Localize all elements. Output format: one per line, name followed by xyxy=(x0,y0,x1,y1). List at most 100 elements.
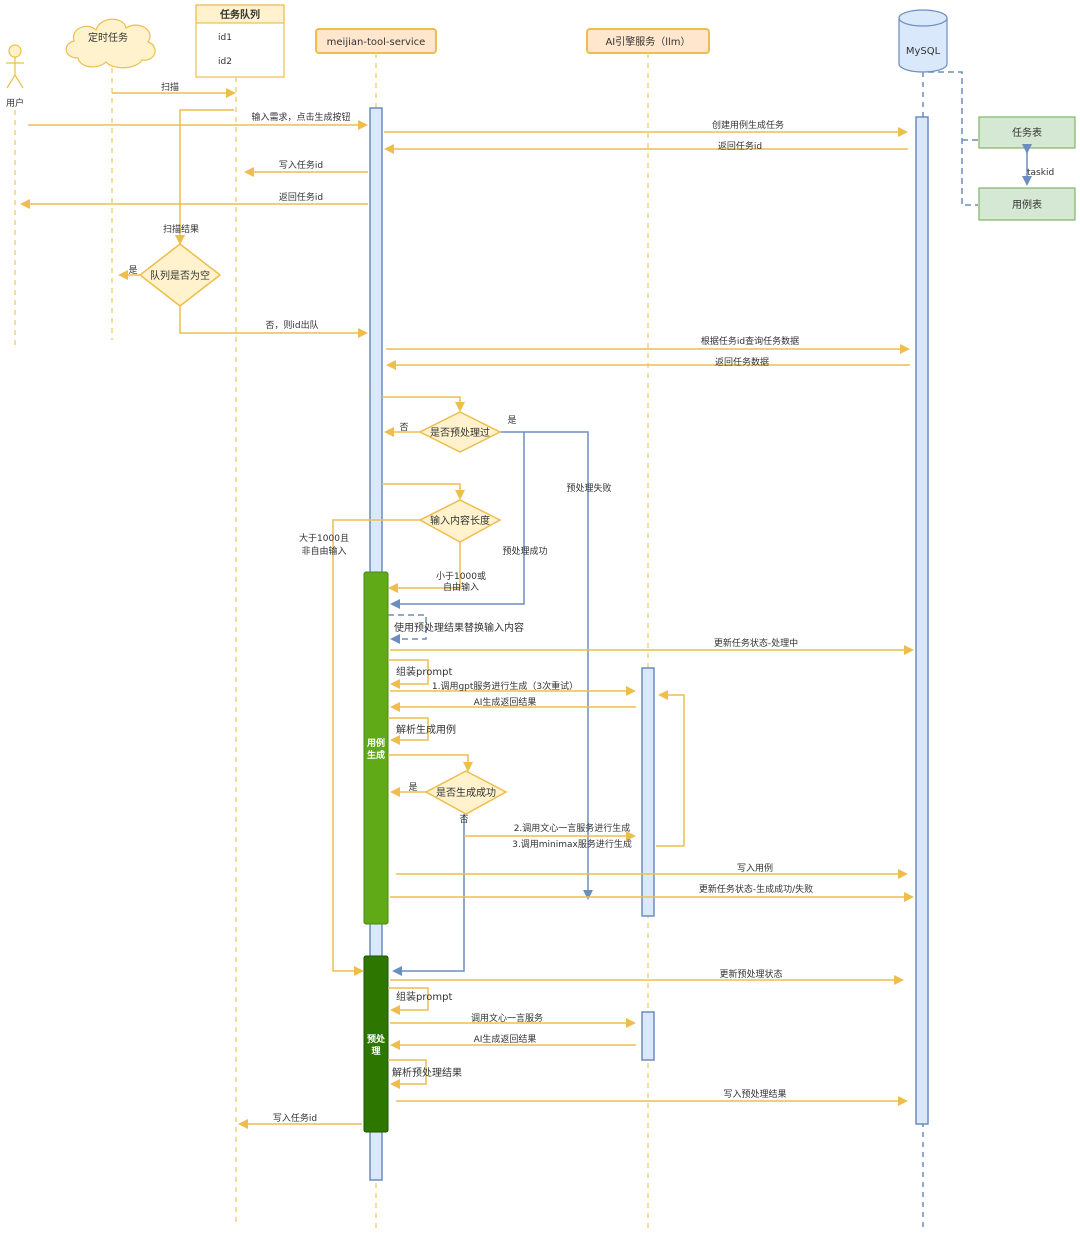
task-queue-header xyxy=(195,4,285,24)
msg-ai-return: AI生成返回结果 xyxy=(474,696,537,708)
assemble-prompt2-self-arrow xyxy=(388,987,429,1015)
case-table-label: 用例表 xyxy=(1012,198,1042,211)
msg-gen-no: 否 xyxy=(459,814,468,825)
mysql-label: MySQL xyxy=(906,46,941,57)
case-generation-label: 用例 xyxy=(366,737,385,749)
parse-case-self-arrow xyxy=(388,717,429,745)
decision-queue-empty-shape xyxy=(138,243,222,307)
user-actor-head xyxy=(8,44,22,58)
msg-yes-empty: 是 xyxy=(128,265,137,276)
decision-gen-success: 是否生成成功 xyxy=(424,770,508,815)
task-queue-item: id2 xyxy=(218,57,232,67)
mysql-to-tables-connector xyxy=(928,71,978,206)
msg-call-gpt: 1.调用gpt服务进行生成（3次重试） xyxy=(432,680,578,692)
replace-input-self-arrow xyxy=(388,614,427,644)
case-table-box xyxy=(978,187,1076,221)
to-preprocessed-decision-arrow xyxy=(382,396,465,412)
decision-queue-empty-label: 队列是否为空 xyxy=(150,269,210,282)
user-actor-leg-right xyxy=(14,74,24,89)
msg-write-preprocess: 写入预处理结果 xyxy=(723,1088,786,1100)
assemble-prompt-self-arrow xyxy=(388,659,429,689)
lt1000-arrow xyxy=(388,542,461,593)
msg-write-case: 写入用例 xyxy=(737,862,773,874)
msg-assemble-prompt: 组装prompt xyxy=(396,665,452,678)
ai-activation-generation xyxy=(641,667,655,917)
scheduler-cloud-shape xyxy=(65,18,156,69)
decision-gen-success-shape xyxy=(424,770,508,815)
msg-return-task-id-user: 返回任务id xyxy=(279,191,323,203)
msg-preprocess-fail: 预处理失败 xyxy=(566,482,611,494)
msg-write-task-id: 写入任务id xyxy=(279,159,323,171)
case-generation-label: 生成 xyxy=(367,749,385,761)
gt1000-arrow xyxy=(332,519,420,976)
msg-call-wenxin: 2.调用文心一言服务进行生成 xyxy=(514,822,631,834)
msg-update-preprocess-status: 更新预处理状态 xyxy=(719,968,782,980)
decision-preprocessed: 是否预处理过 xyxy=(418,411,502,453)
task-queue-title: 任务队列 xyxy=(219,8,260,21)
decision-queue-empty: 队列是否为空 xyxy=(138,243,222,307)
msg-call-wenxin2: 调用文心一言服务 xyxy=(471,1012,543,1024)
msg-create-task: 创建用例生成任务 xyxy=(712,119,784,131)
mysql-database: MySQL xyxy=(898,9,948,73)
ai-label: AI引擎服务（llm） xyxy=(605,35,690,48)
msg-return-task-id-db: 返回任务id xyxy=(718,140,762,152)
case-generation-block xyxy=(363,571,389,925)
task-table-box xyxy=(978,116,1076,149)
mysql-database-body xyxy=(898,18,948,73)
ai-participant: AI引擎服务（llm） xyxy=(586,28,710,54)
msg-ai-return2: AI生成返回结果 xyxy=(474,1033,537,1045)
msg-lt1000: 小于1000或 xyxy=(436,570,486,582)
msg-parse-preprocess: 解析预处理结果 xyxy=(392,1066,462,1079)
to-gen-success-decision-arrow xyxy=(388,754,473,772)
msg-dequeue: 否，则id出队 xyxy=(265,319,318,331)
scheduler-cloud: 定时任务 xyxy=(65,18,156,69)
scan-result-arrow xyxy=(175,109,234,245)
scheduler-label: 定时任务 xyxy=(88,31,128,44)
side-tables: 任务表 用例表 taskid xyxy=(928,71,1076,221)
decision-preprocessed-label: 是否预处理过 xyxy=(430,426,490,439)
message-labels: 扫描 输入需求，点击生成按钮 创建用例生成任务 返回任务id 写入任务id 返回… xyxy=(128,81,813,1124)
msg-write-task-id2: 写入任务id xyxy=(273,1112,317,1124)
ai-retry-loop-arrow xyxy=(658,690,685,846)
task-queue-item: id1 xyxy=(218,33,232,43)
taskid-relation-label: taskid xyxy=(1027,168,1054,178)
service-label: meijian-tool-service xyxy=(327,37,426,48)
msg-gt1000: 大于1000且 xyxy=(299,532,349,544)
preprocessed-yes-arrow xyxy=(500,431,593,900)
messages xyxy=(20,88,914,1129)
task-table-label: 任务表 xyxy=(1012,126,1042,139)
msg-query-task: 根据任务id查询任务数据 xyxy=(701,335,799,347)
preprocess-label: 理 xyxy=(371,1046,380,1057)
decision-preprocessed-shape xyxy=(418,411,502,453)
msg-update-processing: 更新任务状态-处理中 xyxy=(714,637,798,649)
msg-use-preprocess: 使用预处理结果替换输入内容 xyxy=(394,621,524,634)
msg-gen-yes: 是 xyxy=(408,782,417,793)
msg-lt1000: 自由输入 xyxy=(443,581,479,593)
preprocess-success-arrow xyxy=(390,432,525,609)
msg-preprocess-success: 预处理成功 xyxy=(502,545,547,557)
msg-assemble-prompt2: 组装prompt xyxy=(396,990,452,1003)
user-actor: 用户 xyxy=(6,44,24,109)
decision-input-length-label: 输入内容长度 xyxy=(430,514,490,527)
user-actor-leg-left xyxy=(6,74,16,89)
to-input-length-decision-arrow xyxy=(382,483,465,500)
msg-scan-result: 扫描结果 xyxy=(163,223,199,235)
preprocess-label: 预处 xyxy=(367,1033,386,1045)
msg-yes: 是 xyxy=(507,415,516,426)
msg-update-result: 更新任务状态-生成成功/失败 xyxy=(699,883,813,895)
ai-activation-preprocess xyxy=(641,1011,655,1061)
msg-gt1000: 非自由输入 xyxy=(301,545,346,557)
msg-parse-case: 解析生成用例 xyxy=(396,723,456,736)
decision-input-length: 输入内容长度 xyxy=(418,499,502,543)
mysql-database-top xyxy=(898,9,948,27)
msg-input-request: 输入需求，点击生成按钮 xyxy=(251,111,350,123)
parse-preprocess-self-arrow xyxy=(388,1059,427,1089)
decision-input-length-shape xyxy=(418,499,502,543)
msg-scan: 扫描 xyxy=(161,81,179,93)
mysql-activation xyxy=(915,116,929,1125)
msg-no: 否 xyxy=(399,422,408,433)
decision-gen-success-label: 是否生成成功 xyxy=(436,786,496,799)
msg-call-minimax: 3.调用minimax服务进行生成 xyxy=(512,838,632,850)
preprocess-block xyxy=(363,955,389,1133)
dequeue-arrow xyxy=(179,306,368,338)
